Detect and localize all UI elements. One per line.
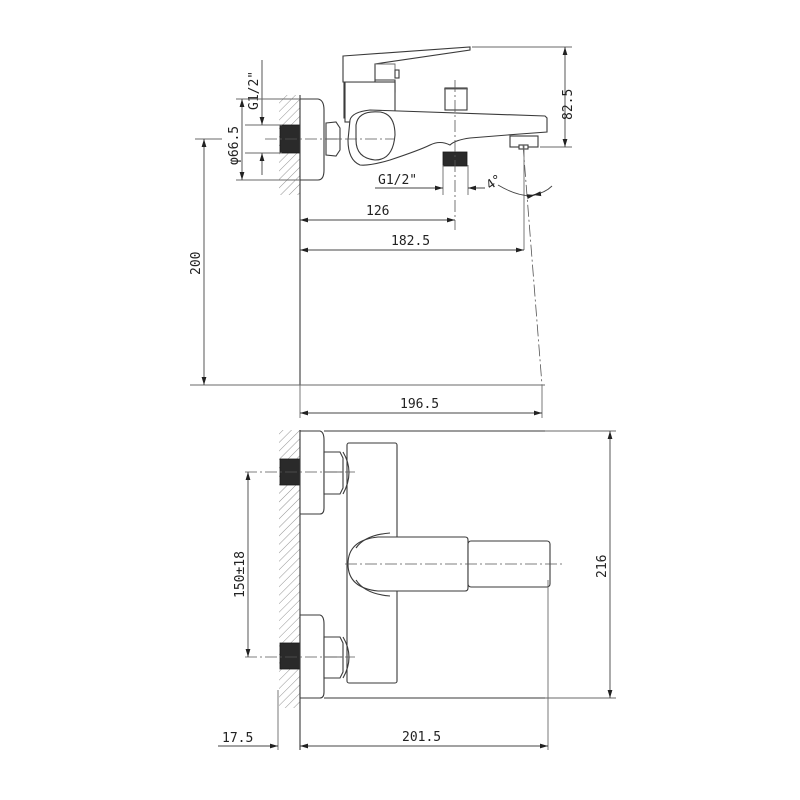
dim-overall-depth: 201.5 [402,730,441,745]
side-view: G1/2" φ66.5 200 82.5 G1/2" 4° 126 182.5 [189,46,576,418]
lever-handle [342,46,471,83]
dim-height-above-spout: 82.5 [561,89,576,120]
dim-inlet-thread: G1/2" [247,71,262,110]
lower-inlet-thread [279,642,301,670]
dim-spout-reach: 182.5 [391,234,430,249]
dim-spout-angle: 4° [484,172,505,193]
lower-flange [299,614,325,699]
dim-inlet-spacing: 150±18 [233,551,248,598]
dim-outlet-thread: G1/2" [378,173,417,188]
upper-hex-nut [323,451,344,495]
spout-body [347,109,548,166]
handle-button [394,69,400,79]
dim-outlet-center: 126 [366,204,389,219]
dim-wall-thickness: 17.5 [222,731,253,746]
dim-flange-diameter: φ66.5 [227,126,242,165]
dim-height-to-floor: 200 [189,252,204,275]
body-oval [355,111,396,161]
dim-overall-height: 216 [595,555,610,578]
upper-flange [299,430,325,515]
lower-hex-nut [323,636,344,679]
top-view: 150±18 216 17.5 201.5 [218,430,616,750]
flange [299,98,325,181]
dim-projection-floor: 196.5 [400,397,439,412]
wall-hatch-top [279,430,300,708]
diverter-knob [444,87,468,111]
